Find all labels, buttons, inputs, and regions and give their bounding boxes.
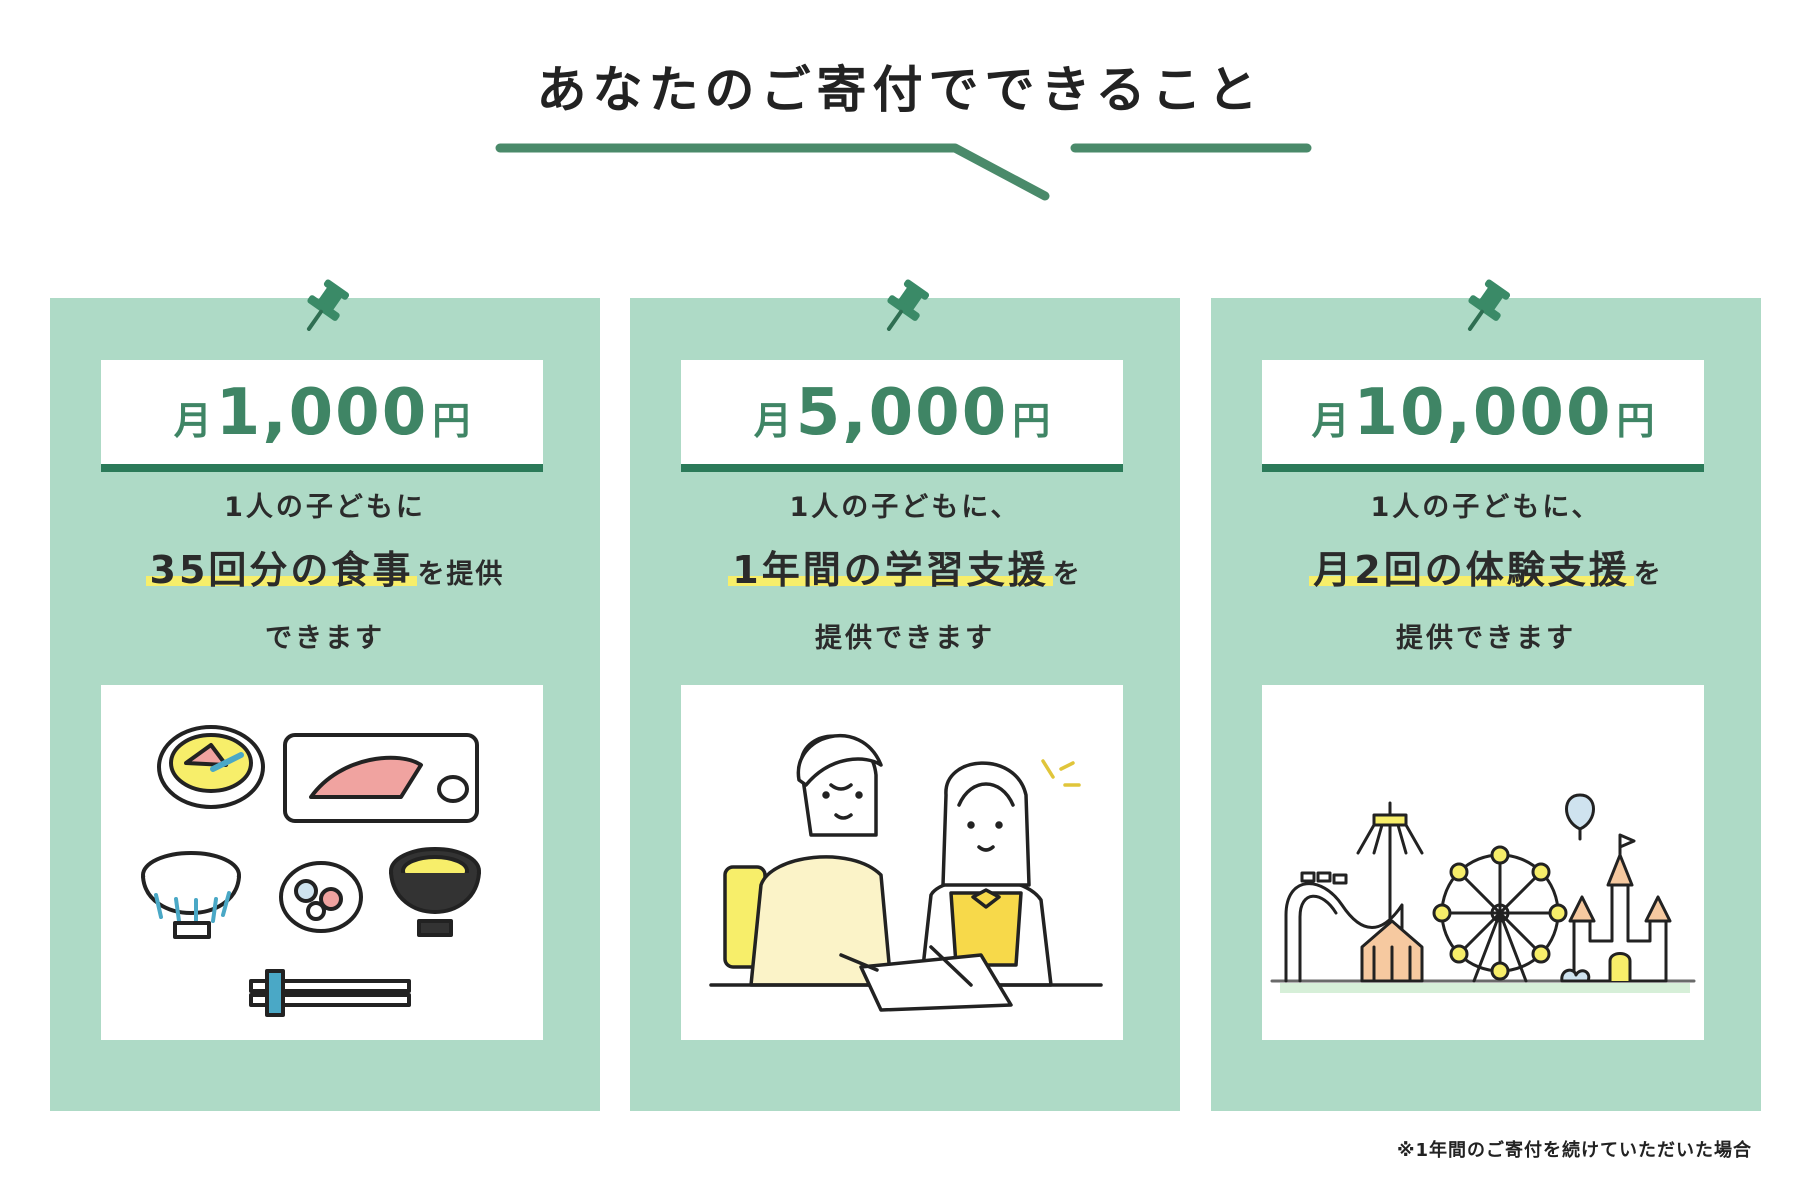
study-illustration: [681, 685, 1123, 1040]
amusement-park-icon: [1270, 793, 1696, 993]
card-description: 1人の子どもに、 1年間の学習支援を 提供できます: [630, 488, 1180, 659]
amusement-illustration: [1262, 685, 1704, 1040]
highlight-text: 35回分の食事: [145, 548, 418, 592]
title-underline-decoration: [495, 143, 1312, 201]
highlight-text: 月2回の体験支援: [1309, 548, 1634, 592]
card-description: 1人の子どもに、 月2回の体験支援を 提供できます: [1211, 488, 1761, 659]
japanese-meal-set-icon: [141, 725, 481, 1017]
pushpin-icon: [306, 279, 350, 331]
footnote: ※1年間のご寄付を続けていただいた場合: [1396, 1140, 1752, 1161]
meal-illustration: [101, 685, 543, 1040]
pushpin-icon: [886, 279, 930, 331]
tutoring-students-icon: [709, 733, 1103, 1012]
card-description: 1人の子どもに 35回分の食事を提供 できます: [50, 488, 600, 659]
pushpin-icon: [1467, 279, 1511, 331]
highlight-text: 1年間の学習支援: [728, 548, 1053, 592]
page-title: あなたのご寄付でできること: [536, 61, 1264, 119]
